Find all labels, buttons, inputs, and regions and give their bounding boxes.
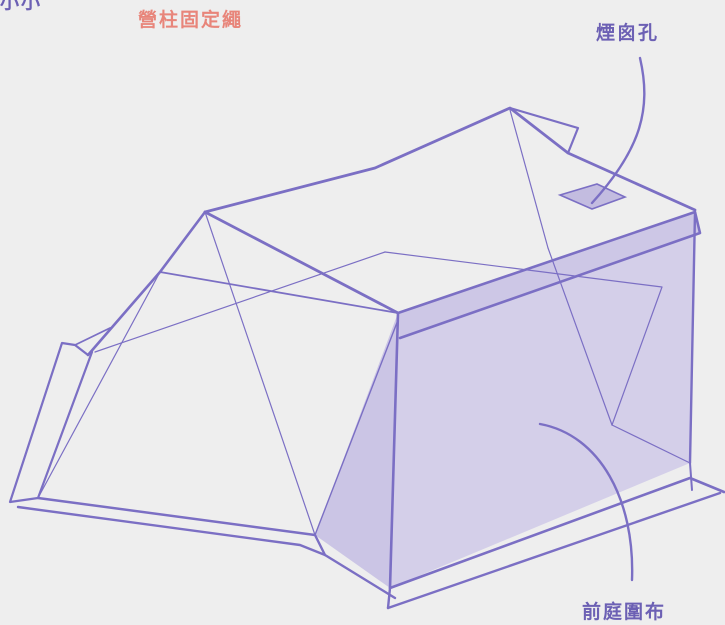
vestibule-right-edge xyxy=(688,210,697,465)
tent-base-front xyxy=(16,505,397,600)
guy-ropes-label: 營柱固定繩 xyxy=(138,9,244,31)
left-wing-flap xyxy=(8,341,94,504)
roof-ridge-line xyxy=(509,109,549,249)
left-wing-inner xyxy=(37,271,161,499)
vestibule-panel-top-strip xyxy=(398,212,700,338)
vestibule-ground-edge xyxy=(388,476,725,590)
ground-corner-right xyxy=(689,462,693,491)
left-wing-flap-top xyxy=(74,327,111,346)
left-wing-front xyxy=(159,271,399,314)
interior-line-3 xyxy=(384,251,663,426)
vestibule-callout-line xyxy=(538,422,634,582)
interior-line-1 xyxy=(204,211,316,536)
interior-line-2 xyxy=(94,251,386,353)
vestibule-top-edge xyxy=(396,210,702,340)
vestibule-left-edge xyxy=(388,311,400,590)
chimney-callout-line xyxy=(590,56,646,205)
cut-off-label: 小小 xyxy=(0,0,43,13)
interior-line-4 xyxy=(547,247,613,426)
left-wing-ridge xyxy=(37,351,93,499)
vestibule-panel-label: 前庭圍布 xyxy=(582,601,667,623)
left-wing-roof xyxy=(86,210,207,357)
tent-base-left xyxy=(36,496,327,557)
vestibule-ground-strip xyxy=(386,491,722,610)
chimney-hole xyxy=(557,183,628,210)
vestibule-panel-side xyxy=(315,313,398,588)
ground-corner-left xyxy=(386,586,392,610)
vestibule-side-edge xyxy=(314,319,399,536)
interior-line-5 xyxy=(611,424,691,464)
chimney-hole-label: 煙囪孔 xyxy=(596,22,660,44)
front-top-edge xyxy=(203,210,400,315)
roof-flap-right xyxy=(508,106,580,155)
